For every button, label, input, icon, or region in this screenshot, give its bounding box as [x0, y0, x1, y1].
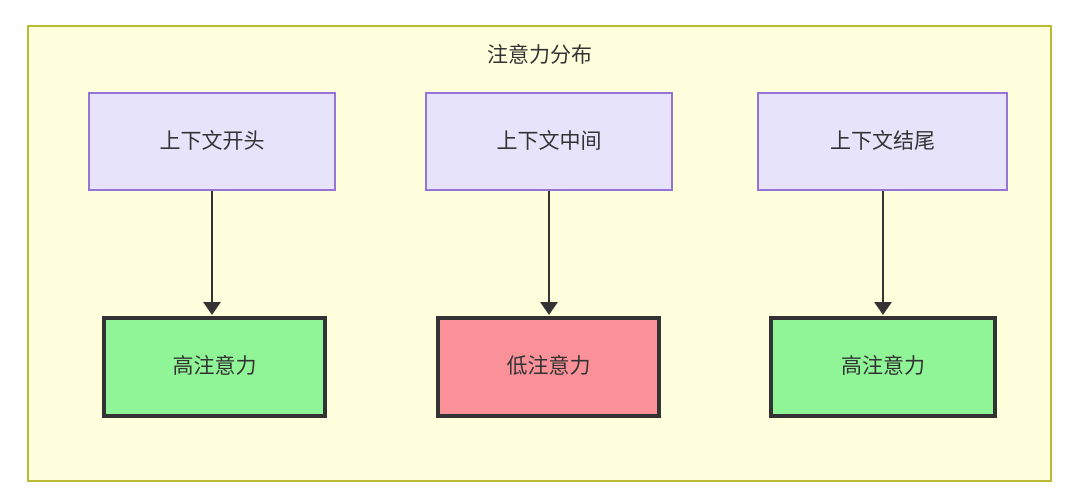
diagram-title: 注意力分布 [487, 44, 592, 67]
arrowhead-down-icon [540, 302, 558, 315]
node-high-attention-start[interactable]: 高注意力 [102, 316, 327, 418]
node-high-attention-end-label: 高注意力 [841, 355, 925, 379]
node-context-start[interactable]: 上下文开头 [88, 92, 336, 191]
node-context-end[interactable]: 上下文结尾 [757, 92, 1008, 191]
node-high-attention-start-label: 高注意力 [172, 355, 257, 379]
edge-line-context-middle-to-low [548, 191, 550, 304]
arrowhead-down-icon [874, 302, 892, 315]
node-context-middle[interactable]: 上下文中间 [425, 92, 673, 191]
arrowhead-down-icon [203, 302, 221, 315]
node-low-attention-middle[interactable]: 低注意力 [436, 316, 661, 418]
edge-line-context-start-to-high [211, 191, 213, 304]
node-context-end-label: 上下文结尾 [830, 129, 935, 153]
node-context-start-label: 上下文开头 [159, 129, 265, 153]
node-context-middle-label: 上下文中间 [496, 129, 602, 153]
node-high-attention-end[interactable]: 高注意力 [769, 316, 997, 418]
edge-line-context-end-to-high [882, 191, 884, 304]
node-low-attention-middle-label: 低注意力 [506, 355, 591, 379]
